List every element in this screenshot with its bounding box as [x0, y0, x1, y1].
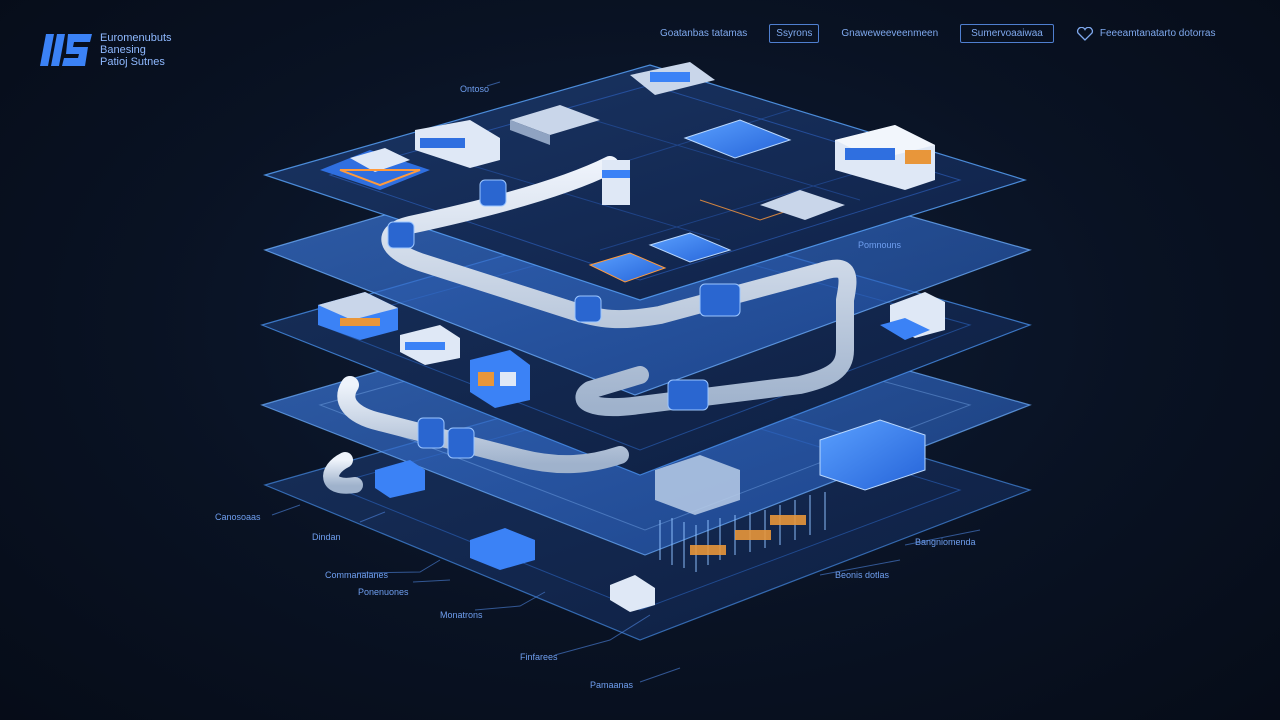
- document-panel-icon: [760, 190, 845, 220]
- annotation-left-1: Canosoaas: [215, 512, 261, 522]
- server-rack-icon: [510, 105, 600, 145]
- tower-icon: [602, 160, 630, 205]
- annotation-left-4: Ponenuones: [358, 587, 409, 597]
- data-center-icon: [655, 455, 826, 572]
- brand-text: Euromenubuts Banesing Patioj Sutnes: [100, 30, 172, 68]
- annotation-right-1: Pomnouns: [858, 240, 902, 250]
- annotation-right-2: Beonis dotlas: [835, 570, 890, 580]
- machine-icon: [375, 460, 655, 612]
- solar-panel-icon: [588, 119, 792, 283]
- nav-item-4[interactable]: Sumervoaaiwaa: [960, 24, 1054, 43]
- nav-item-1[interactable]: Goatanbas tatamas: [660, 28, 748, 39]
- container-icon: [470, 350, 530, 408]
- brand-line-3: Patioj Sutnes: [100, 56, 165, 68]
- brand-line-1: Euromenubuts: [100, 32, 172, 44]
- control-panel-icon: [630, 62, 715, 95]
- factory-icon: [320, 148, 430, 190]
- heart-icon: [1076, 26, 1093, 41]
- annotation-lines: [271, 81, 981, 683]
- annotation-top-left: Ontoso: [460, 84, 489, 94]
- annotation-left-5: Monatrons: [440, 610, 483, 620]
- bus-icon: [400, 325, 460, 365]
- bus-icon: [835, 125, 935, 190]
- nav-item-3[interactable]: Gnaweweeveenmeen: [841, 28, 939, 39]
- brand: Euromenubuts Banesing Patioj Sutnes: [40, 30, 172, 70]
- annotations: Ontoso Canosoaas Dindan Commanalanes Pon…: [215, 84, 976, 690]
- annotation-left-6: Finfarees: [520, 652, 558, 662]
- annotation-left-7: Pamaanas: [590, 680, 634, 690]
- annotation-left-3: Commanalanes: [325, 570, 389, 580]
- nav-link[interactable]: Feeeamtanatarto dotorras: [1076, 26, 1216, 41]
- equipment: [318, 62, 945, 612]
- bus-icon: [415, 120, 500, 168]
- pipe-network: [323, 156, 857, 494]
- annotation-right-3: Bangniomenda: [915, 537, 976, 547]
- nav-link-label: Feeeamtanatarto dotorras: [1099, 28, 1216, 39]
- control-cabinet-icon: [819, 419, 926, 491]
- brand-line-2: Banesing: [100, 44, 146, 56]
- annotation-left-2: Dindan: [312, 532, 341, 542]
- nav-item-2[interactable]: Ssyrons: [769, 24, 820, 43]
- building-icon: [880, 292, 945, 340]
- top-navigation: Goatanbas tatamas Ssyrons Gnaweweeveenme…: [660, 24, 1215, 43]
- company-logo: [40, 34, 92, 66]
- truck-icon: [318, 292, 398, 340]
